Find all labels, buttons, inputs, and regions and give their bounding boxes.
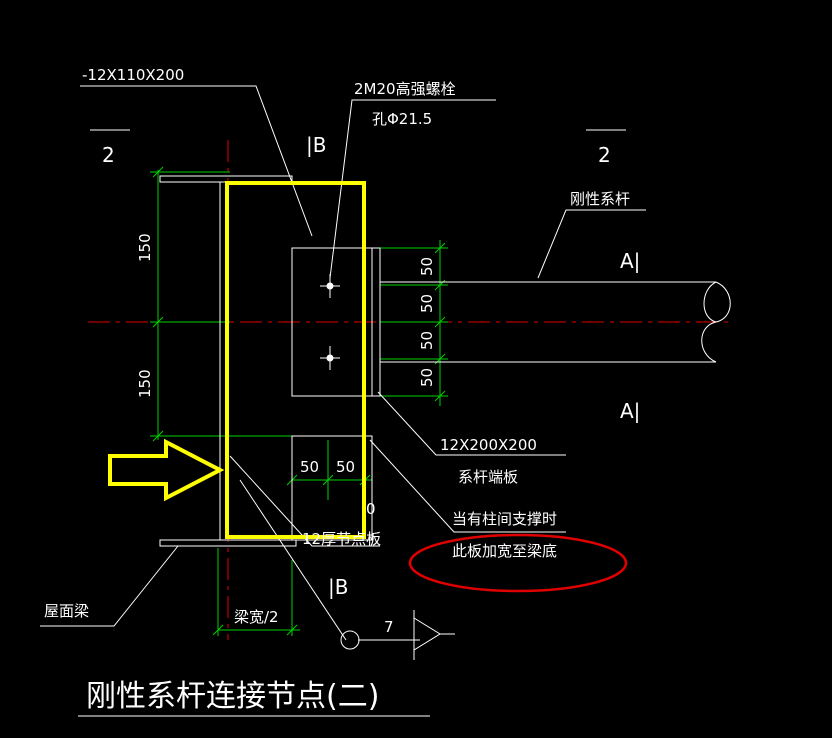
- drawing-title: 刚性系杆连接节点(二): [86, 679, 379, 714]
- highlight-ellipse: [408, 533, 628, 593]
- detail-ref-arrow: [413, 617, 441, 651]
- bolt-icon: [320, 346, 340, 370]
- half-beam-width-label: 梁宽/2: [234, 608, 279, 626]
- dim-cut-label: 0: [366, 500, 376, 518]
- bolt-icon: [320, 274, 340, 298]
- dim-50-h1: 50: [300, 458, 319, 476]
- structure-lines: [40, 85, 731, 717]
- roof-beam-label: 屋面梁: [44, 602, 89, 620]
- section-a-bottom-label: A|: [620, 399, 640, 423]
- dim-150-top: 150: [136, 233, 154, 262]
- bolts-label: 2M20高强螺栓: [354, 80, 456, 98]
- highlight-arrow: [108, 438, 225, 502]
- leader-bolts: [329, 99, 496, 279]
- dimension-lines: [150, 166, 448, 636]
- note-line2: 此板加宽至梁底: [452, 542, 557, 560]
- section-2-right-label: 2: [598, 143, 611, 167]
- end-plate-size-label: 12X200X200: [440, 436, 537, 454]
- detail-ref-label: 7: [384, 618, 394, 636]
- pipe-break: [701, 281, 731, 363]
- leader-end-plate: [377, 391, 566, 456]
- detail-ref-circle: [340, 630, 360, 650]
- section-b-bottom-label: |B: [328, 575, 348, 599]
- dim-50-a: 50: [418, 257, 436, 276]
- section-b-top-label: |B: [306, 133, 326, 157]
- leader-rigid-rod: [537, 209, 646, 279]
- leader-top-plate: [80, 85, 313, 237]
- dim-50-h2: 50: [336, 458, 355, 476]
- gusset-label: 12厚节点板: [302, 530, 381, 548]
- dim-50-c: 50: [418, 331, 436, 350]
- leader-gusset: [229, 455, 380, 547]
- end-plate: [371, 247, 381, 397]
- dim-50-d: 50: [418, 368, 436, 387]
- hole-label: 孔Φ21.5: [372, 110, 432, 128]
- rigid-rod-label: 刚性系杆: [570, 190, 630, 208]
- leader-roof-beam: [40, 545, 179, 627]
- extension-plate: [291, 435, 373, 541]
- dim-150-bottom: 150: [136, 369, 154, 398]
- top-plate-label: -12X110X200: [82, 66, 184, 84]
- end-plate-name-label: 系杆端板: [458, 468, 518, 486]
- dim-50-b: 50: [418, 294, 436, 313]
- beam-flange: [159, 539, 297, 547]
- section-leader: [239, 479, 347, 641]
- highlight-box: [225, 181, 366, 539]
- section-2-left-label: 2: [102, 143, 115, 167]
- note-line1: 当有柱间支撑时: [452, 510, 557, 528]
- section-a-top-label: A|: [620, 249, 640, 273]
- centerlines: [88, 140, 728, 640]
- leader-note: [369, 439, 566, 533]
- bolt-symbols: [320, 274, 340, 370]
